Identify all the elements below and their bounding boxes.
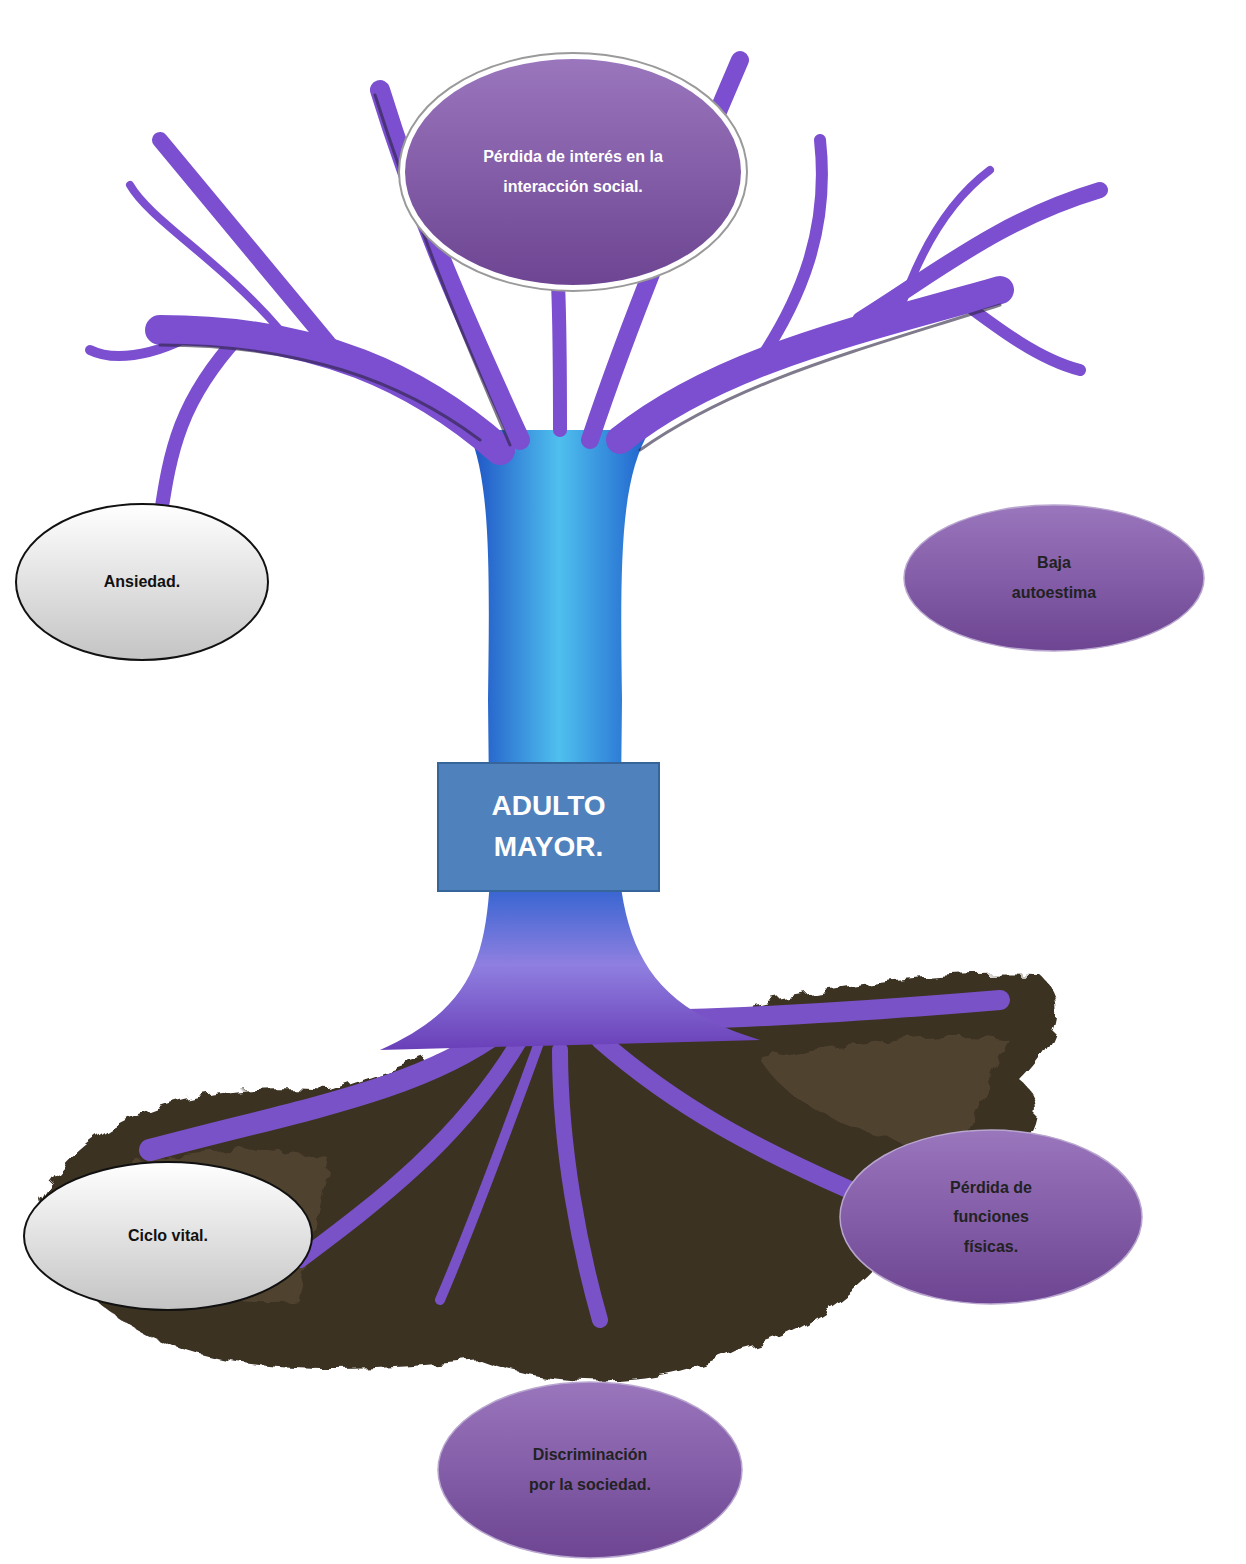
node-text-group: Pérdida de interés en la interacción soc… [478,142,668,201]
node-text-group: Pérdida de funciones físicas. [936,1173,1046,1262]
node-label: Ansiedad. [104,567,180,597]
node-text-group: Baja autoestima [999,548,1109,607]
title-box: ADULTO MAYOR. [437,762,660,892]
node-text-group: Discriminación por la sociedad. [520,1440,660,1499]
ellipse-node: Baja autoestima [902,503,1206,653]
box-outline [437,762,660,892]
ellipse-node: Pérdida de funciones físicas. [838,1128,1144,1306]
ellipse-ring [399,53,747,291]
ellipse-node: Ciclo vital. [22,1160,314,1312]
ellipse-shape [438,1382,742,1558]
trunk-base [380,880,760,1050]
node-label: Discriminación por la sociedad. [520,1440,660,1499]
ellipse-shape [16,504,268,660]
node-label: ADULTO MAYOR. [464,786,634,867]
ellipse-shape [840,1130,1142,1304]
node-text-group: Ansiedad. [104,567,180,597]
ellipse-shape [24,1162,312,1310]
node-label: Pérdida de funciones físicas. [936,1173,1046,1262]
node-text-group: Ciclo vital. [128,1221,208,1251]
ellipse-node: Discriminación por la sociedad. [436,1380,744,1560]
ellipse-node: Ansiedad. [14,502,270,662]
node-label: Ciclo vital. [128,1221,208,1251]
ellipse-outline [436,1380,744,1560]
ellipse-outline [902,503,1206,653]
box-shape [438,763,659,891]
ellipse-outline [398,52,748,292]
ellipse-node: Pérdida de interés en la interacción soc… [398,52,748,292]
node-text-group: ADULTO MAYOR. [464,786,634,867]
ellipse-shape [405,59,741,285]
ellipse-shape [904,505,1204,651]
node-label: Baja autoestima [999,548,1109,607]
node-label: Pérdida de interés en la interacción soc… [478,142,668,201]
